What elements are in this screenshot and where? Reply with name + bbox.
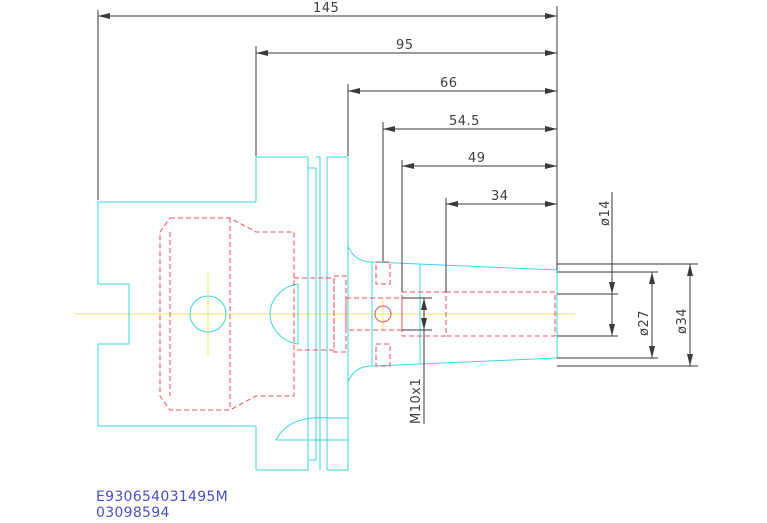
centerlines [75, 272, 575, 356]
dim-label-dia-34: ø34 [675, 308, 690, 334]
dim-label-thread: M10x1 [409, 378, 424, 424]
dim-label-54-5: 54.5 [449, 114, 480, 129]
dim-label-34: 34 [491, 189, 509, 204]
dimension-thread: M10x1 [409, 298, 427, 424]
part-code: 03098594 [96, 505, 170, 521]
holder-outline [97, 156, 558, 471]
dimension-54-5: 54.5 [383, 114, 557, 132]
dimension-66: 66 [348, 76, 557, 94]
dimension-34: 34 [446, 189, 557, 207]
dimension-95: 95 [256, 38, 557, 56]
dim-label-49: 49 [468, 151, 486, 166]
part-number: E930654031495M [96, 489, 229, 505]
dimension-dia-34: ø34 [675, 264, 693, 366]
dim-label-145: 145 [313, 1, 339, 16]
dimension-49: 49 [402, 151, 557, 169]
dimension-dia-14: ø14 [598, 192, 615, 336]
dim-label-dia-14: ø14 [598, 200, 613, 226]
dim-label-66: 66 [440, 76, 458, 91]
dimension-dia-27: ø27 [637, 272, 655, 358]
dim-label-95: 95 [396, 38, 414, 53]
hidden-features [159, 217, 556, 411]
dimension-145: 145 [98, 1, 557, 19]
extension-lines [97, 6, 698, 367]
dim-label-dia-27: ø27 [637, 310, 652, 336]
